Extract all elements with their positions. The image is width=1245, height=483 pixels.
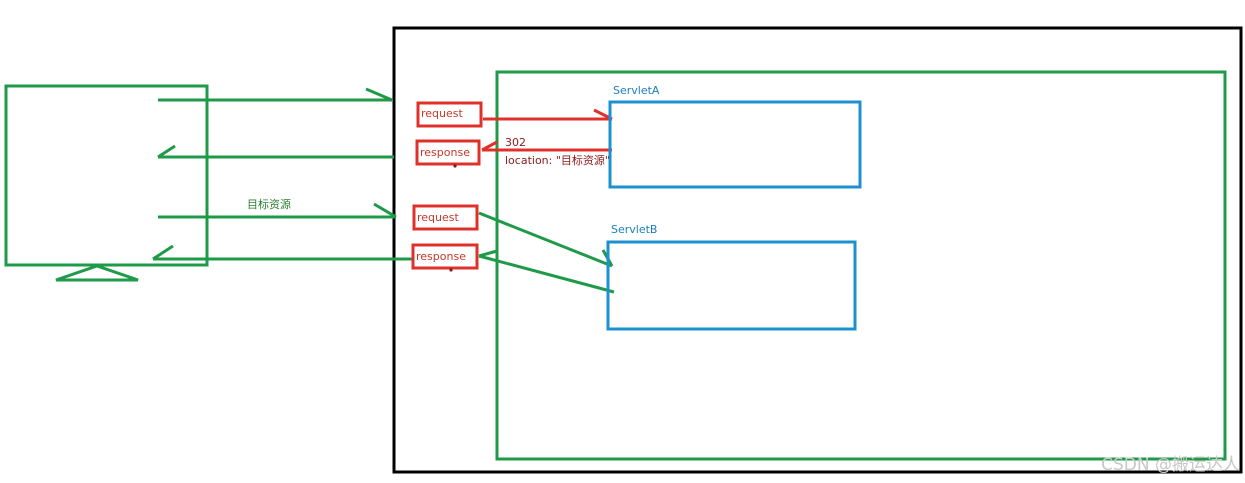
first-response-dot: [453, 164, 457, 168]
redirect-status-code: 302: [505, 136, 526, 149]
second-request-box: [412, 204, 479, 231]
server-box: [392, 26, 1243, 474]
request-to-servlet-b-arrow: [478, 211, 614, 268]
second-response-arrow: [152, 244, 413, 261]
first-response-box: [415, 139, 481, 166]
servlet-a-box: [608, 100, 862, 189]
second-request-arrow: [158, 202, 397, 219]
monitor-screen: [4, 84, 209, 267]
first-request-label: request: [421, 107, 464, 120]
second-response-dot: [449, 268, 453, 272]
web-container-box: [495, 70, 1227, 461]
request-to-servlet-a-arrow: [483, 108, 613, 121]
csdn-watermark: CSDN @搬运达人: [1101, 455, 1240, 475]
monitor-stand: [55, 264, 139, 282]
second-request-label: request: [417, 211, 460, 224]
servlet-b-box: [606, 240, 857, 331]
servlet-b-response-arrow: [478, 249, 615, 294]
first-request-box: [416, 101, 483, 128]
redirect-location-header: location: "目标资源": [505, 153, 610, 167]
target-resource-label: 目标资源: [247, 197, 291, 211]
first-response-label: response: [420, 146, 470, 159]
servlet-a-redirect-arrow: [481, 140, 612, 152]
client-monitor: [4, 84, 209, 282]
servlet-b-label: ServletB: [611, 223, 657, 236]
second-response-label: response: [416, 250, 466, 263]
first-request-arrow: [158, 87, 393, 102]
first-response-arrow: [157, 144, 394, 159]
second-response-box: [411, 243, 479, 270]
servlet-a-label: ServletA: [613, 84, 660, 97]
